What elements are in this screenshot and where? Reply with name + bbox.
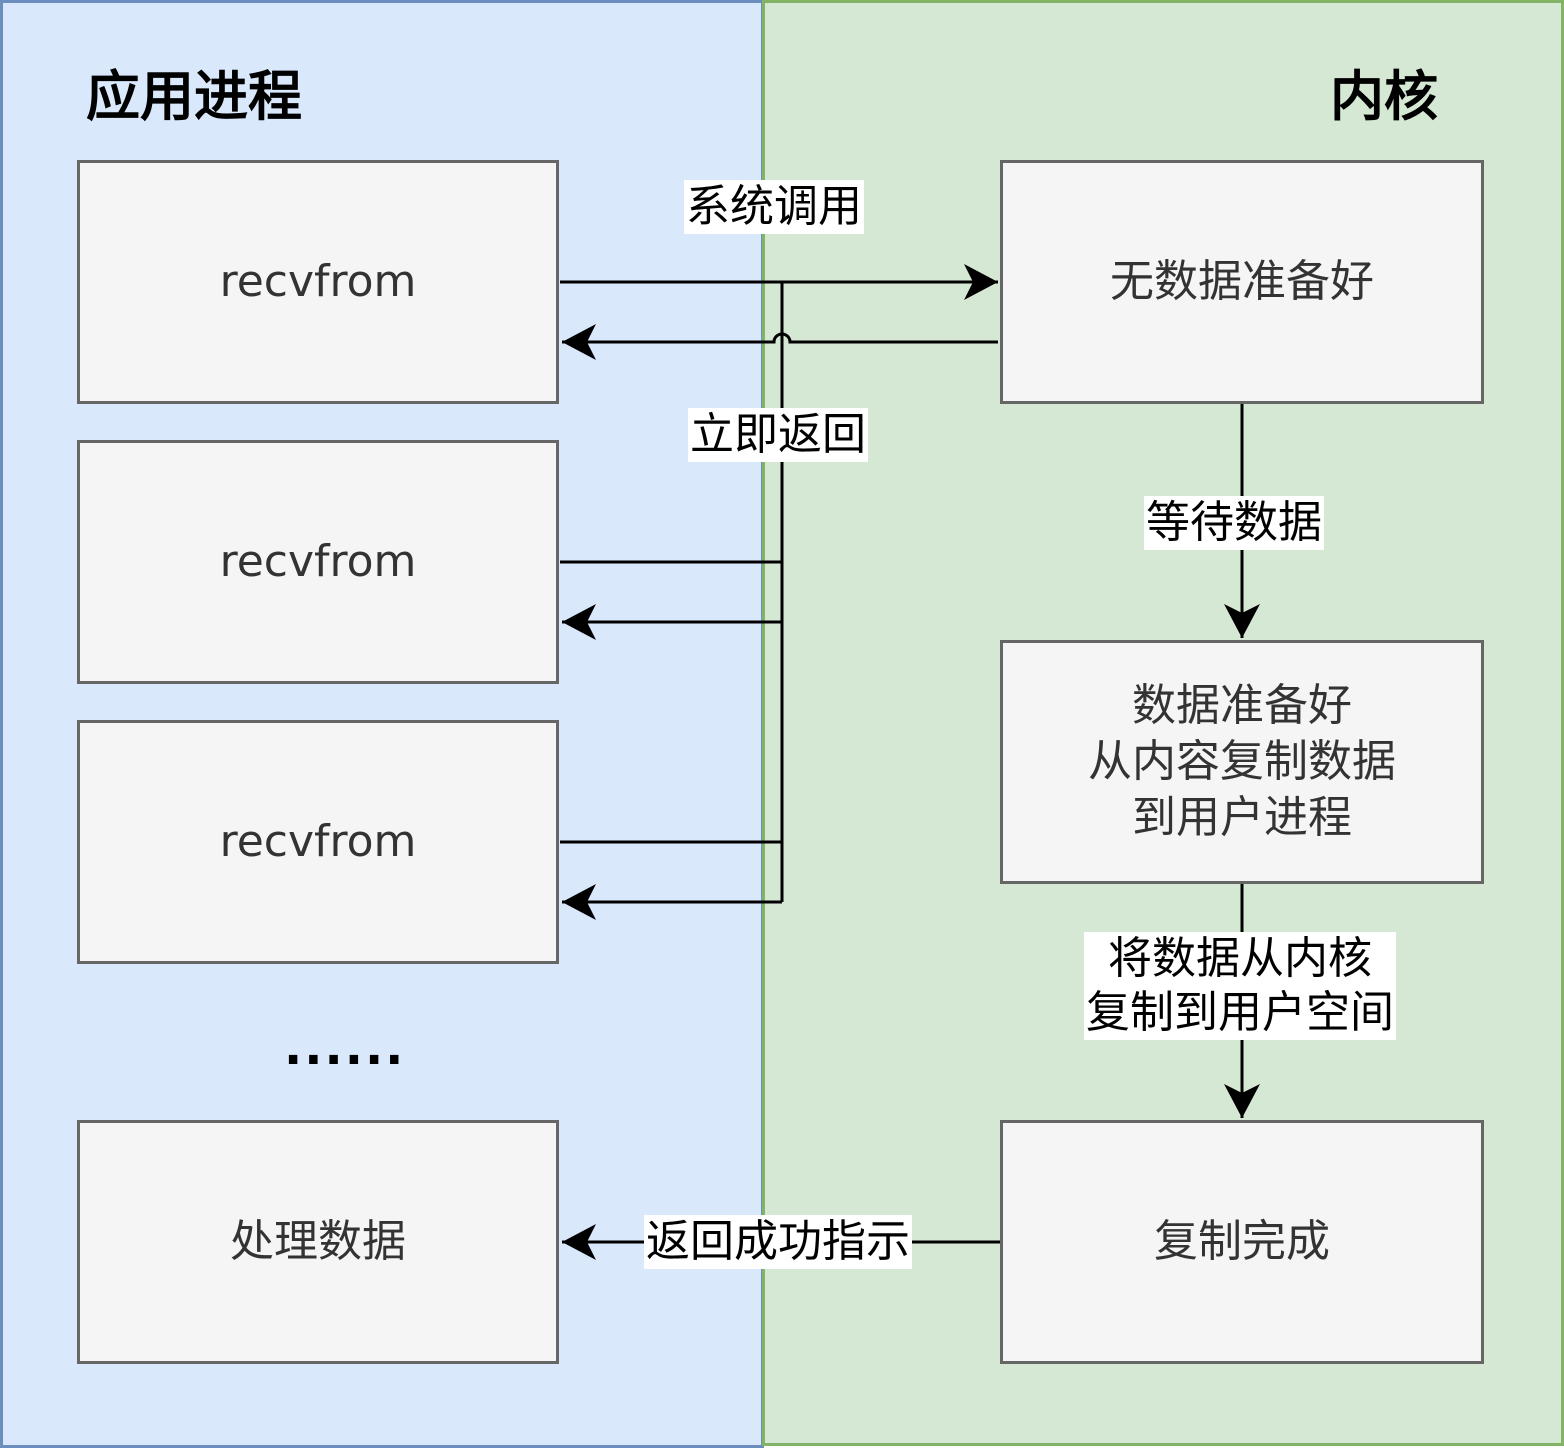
app-lane-title: 应用进程 — [86, 65, 302, 128]
recvfrom-box-3: recvfrom — [77, 720, 559, 964]
copy-to-user-label: 将数据从内核 复制到用户空间 — [1084, 932, 1396, 1040]
copy-complete-box: 复制完成 — [1000, 1120, 1484, 1364]
return-success-label: 返回成功指示 — [644, 1215, 912, 1269]
recvfrom-box-2: recvfrom — [77, 440, 559, 684]
recvfrom-box-1: recvfrom — [77, 160, 559, 404]
return-arrow-1 — [562, 324, 998, 360]
no-data-ready-box: 无数据准备好 — [1000, 160, 1484, 404]
data-ready-box: 数据准备好 从内容复制数据 到用户进程 — [1000, 640, 1484, 884]
syscall-label: 系统调用 — [684, 180, 864, 234]
process-data-box: 处理数据 — [77, 1120, 559, 1364]
return-now-label: 立即返回 — [688, 408, 868, 462]
ellipsis: ...... — [284, 1020, 406, 1076]
wait-data-label: 等待数据 — [1144, 496, 1324, 550]
kernel-lane-title: 内核 — [1330, 65, 1438, 128]
